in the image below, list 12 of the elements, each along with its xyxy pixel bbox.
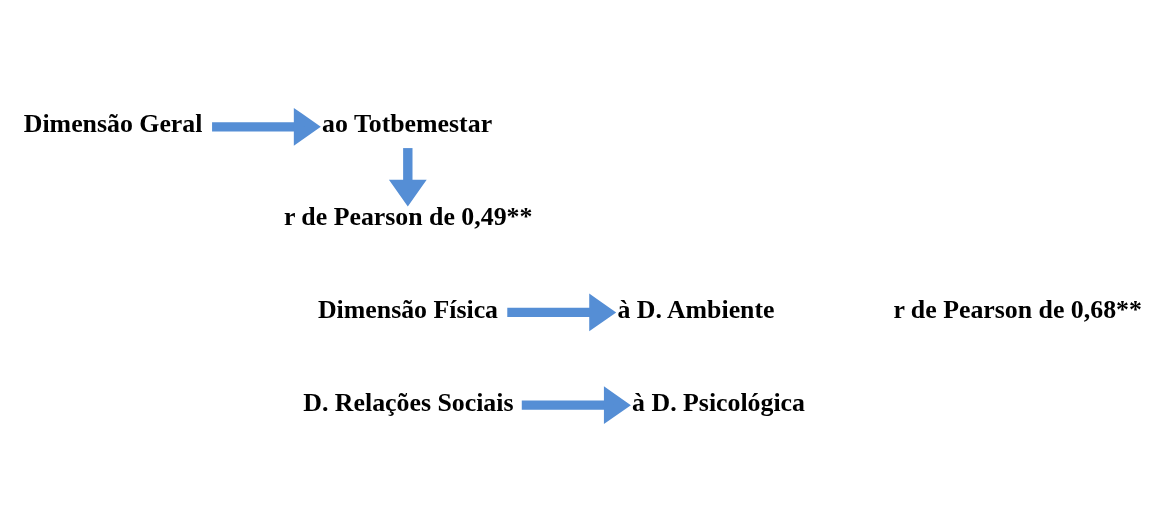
node-text: D. Relações Sociais (303, 387, 514, 417)
node-text: à D. Psicológica (632, 387, 806, 417)
label: r de Pearson de 0,68** (893, 294, 1142, 324)
node-text: à D. Ambiente (617, 294, 775, 324)
arrow (521, 386, 631, 425)
arrow (212, 107, 321, 146)
arrow (507, 293, 617, 332)
node-text: Dimensão Geral (23, 109, 203, 139)
node-text: r de Pearson de 0,49** (283, 202, 533, 232)
node-text: ao Totbemestar (322, 109, 493, 139)
node-text: Dimensão Física (317, 294, 499, 324)
arrow (388, 148, 427, 207)
